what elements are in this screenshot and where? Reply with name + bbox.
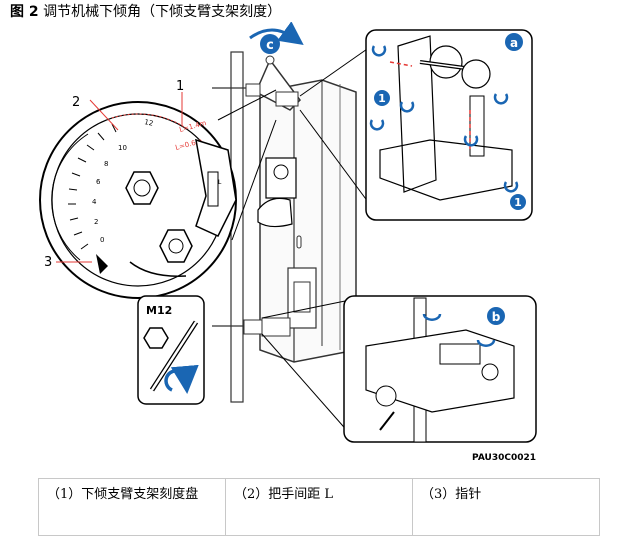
step-1-label-right: 1 [514, 196, 522, 209]
step-c-badge [260, 34, 280, 54]
table-row: （1）下倾支臂支架刻度盘 （2）把手间距 L （3）指针 [38, 478, 600, 536]
step-b-badge [487, 307, 505, 325]
step-b-label: b [492, 310, 501, 324]
dial-tick-6: 6 [96, 178, 101, 186]
installation-figure: c 12 10 8 6 4 2 0 L=1.4m L=0.6m L [39, 22, 537, 463]
hand-measuring-icon [257, 157, 297, 228]
detail-panel-a [365, 29, 533, 221]
detail-panel-b [343, 295, 537, 443]
figure-number: 图 2 [10, 4, 39, 20]
callout-1: 1 [176, 79, 184, 94]
step-1-badge-right [510, 194, 526, 210]
pointer-indicator [96, 254, 108, 274]
legend-item-3: （3）指针 [412, 478, 600, 536]
step-1-label-left: 1 [378, 92, 386, 105]
dial-tick-10: 10 [118, 144, 127, 152]
hex-nut-icon [143, 327, 169, 349]
tool-label-m12: M12 [146, 304, 172, 317]
callout-3: 3 [44, 255, 52, 270]
figure-code: PAU30C0021 [472, 453, 536, 463]
dial-tick-2: 2 [94, 218, 98, 226]
rotate-arrow-icon [249, 22, 304, 46]
dial-tick-0: 0 [100, 236, 104, 244]
legend-item-1: （1）下倾支臂支架刻度盘 [38, 478, 226, 536]
step-1-badge-left [374, 90, 390, 106]
slot-label-l: L [218, 179, 222, 186]
tilt-scale-dial: 12 10 8 6 4 2 0 L=1.4m L=0.6m L [39, 101, 237, 299]
step-c-label: c [266, 38, 274, 53]
rotate-arrows-icon [422, 313, 496, 347]
figure-title: 图 2 调节机械下倾角（下倾支臂支架刻度） [10, 2, 281, 22]
wrench-tool-box: M12 [137, 295, 205, 405]
upper-bracket [212, 55, 301, 111]
figure-caption: 调节机械下倾角（下倾支臂支架刻度） [43, 4, 282, 20]
dial-tick-12: 12 [144, 118, 154, 128]
lower-bracket [212, 317, 291, 337]
rotate-arrows-icon [369, 45, 519, 193]
legend-table: （1）下倾支臂支架刻度盘 （2）把手间距 L （3）指针 [38, 478, 600, 536]
rotate-tighten-icon [164, 364, 199, 394]
step-a-label: a [510, 36, 518, 50]
dial-tick-8: 8 [104, 160, 108, 168]
callout-2: 2 [72, 95, 80, 110]
dial-tick-4: 4 [92, 198, 97, 206]
step-a-badge [505, 33, 523, 51]
legend-item-2: （2）把手间距 L [225, 478, 413, 536]
